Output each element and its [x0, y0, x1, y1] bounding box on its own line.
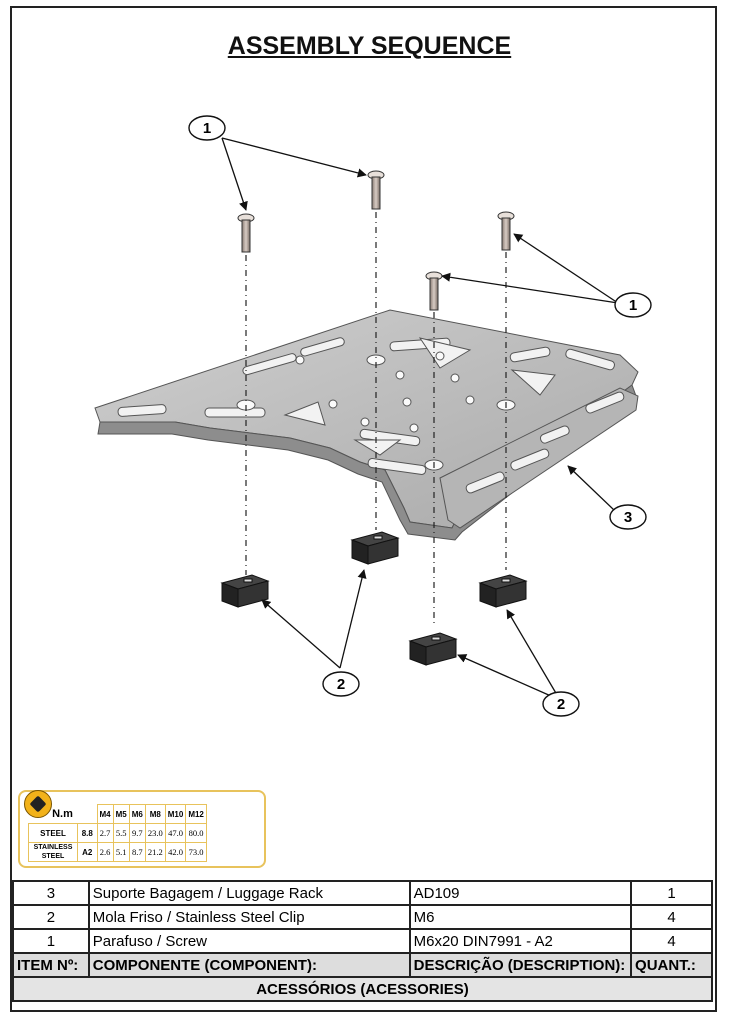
parts-row: 3 Suporte Bagagem / Luggage Rack AD109 1 — [12, 880, 713, 906]
assembly-axes — [245, 212, 507, 625]
torque-material: STAINLESS STEEL — [28, 842, 78, 862]
header-component: COMPONENTE (COMPONENT): — [87, 952, 411, 978]
torque-table: N.m M4 M5 M6 M8 M10 M12 STEEL 8.8 2.7 5.… — [18, 790, 266, 868]
callout-2-left: 2 — [322, 671, 360, 697]
svg-text:1: 1 — [203, 120, 211, 137]
callout-2-right: 2 — [542, 691, 580, 717]
page-title: ASSEMBLY SEQUENCE — [227, 32, 512, 60]
torque-value: 73.0 — [185, 842, 207, 862]
parts-footer-row: ACESSÓRIOS (ACESSORIES) — [12, 976, 713, 1002]
parts-row: 1 Parafuso / Screw M6x20 DIN7991 - A2 4 — [12, 928, 713, 954]
parts-row: 2 Mola Friso / Stainless Steel Clip M6 4 — [12, 904, 713, 930]
component-description: M6 — [408, 904, 633, 930]
item-number: 1 — [12, 928, 90, 954]
torque-value: 5.5 — [112, 823, 130, 843]
torque-size: M12 — [185, 804, 207, 824]
torque-grade: A2 — [77, 842, 98, 862]
screw-bolts — [237, 170, 515, 311]
torque-value: 23.0 — [144, 823, 166, 843]
leader-arrows — [221, 137, 619, 701]
torque-unit: N.m — [52, 807, 73, 820]
header-item: ITEM Nº: — [12, 952, 90, 978]
component-quantity: 4 — [630, 904, 713, 930]
item-number: 2 — [12, 904, 90, 930]
callout-balloons: 1 1 3 2 2 — [188, 115, 652, 717]
torque-size: M8 — [144, 804, 166, 824]
torque-grade: 8.8 — [77, 823, 98, 843]
component-name: Suporte Bagagem / Luggage Rack — [87, 880, 411, 906]
torque-value: 9.7 — [128, 823, 146, 843]
torque-value: 2.6 — [96, 842, 114, 862]
torque-size: M10 — [164, 804, 187, 824]
torque-value: 5.1 — [112, 842, 130, 862]
torque-size: M6 — [128, 804, 146, 824]
parts-header-row: ITEM Nº: COMPONENTE (COMPONENT): DESCRIÇ… — [12, 952, 713, 978]
svg-text:1: 1 — [629, 297, 637, 314]
component-description: AD109 — [408, 880, 633, 906]
callout-3: 3 — [609, 504, 647, 530]
component-quantity: 1 — [630, 880, 713, 906]
component-description: M6x20 DIN7991 - A2 — [408, 928, 633, 954]
accessories-label: ACESSÓRIOS (ACESSORIES) — [12, 976, 713, 1002]
assembly-drawing: 1 1 3 2 2 — [94, 115, 652, 717]
torque-value: 2.7 — [96, 823, 114, 843]
parts-list: 3 Suporte Bagagem / Luggage Rack AD109 1… — [12, 880, 713, 1002]
torque-value: 80.0 — [185, 823, 207, 843]
svg-text:3: 3 — [624, 509, 632, 526]
svg-text:2: 2 — [557, 696, 565, 713]
callout-1-top: 1 — [188, 115, 226, 141]
item-number: 3 — [12, 880, 90, 906]
callout-1-right: 1 — [614, 292, 652, 318]
component-quantity: 4 — [630, 928, 713, 954]
steel-clips — [220, 531, 528, 666]
svg-text:2: 2 — [337, 676, 345, 693]
torque-size: M4 — [96, 804, 114, 824]
torque-value: 8.7 — [128, 842, 146, 862]
wrench-badge-icon — [24, 790, 52, 818]
luggage-rack-plate — [94, 309, 639, 541]
torque-value: 42.0 — [164, 842, 187, 862]
drawing-frame — [10, 6, 717, 1012]
torque-material: STEEL — [28, 823, 78, 843]
torque-size: M5 — [112, 804, 130, 824]
torque-value: 21.2 — [144, 842, 166, 862]
component-name: Parafuso / Screw — [87, 928, 411, 954]
header-description: DESCRIÇÃO (DESCRIPTION): — [408, 952, 633, 978]
header-quantity: QUANT.: — [630, 952, 713, 978]
torque-value: 47.0 — [164, 823, 187, 843]
component-name: Mola Friso / Stainless Steel Clip — [87, 904, 411, 930]
